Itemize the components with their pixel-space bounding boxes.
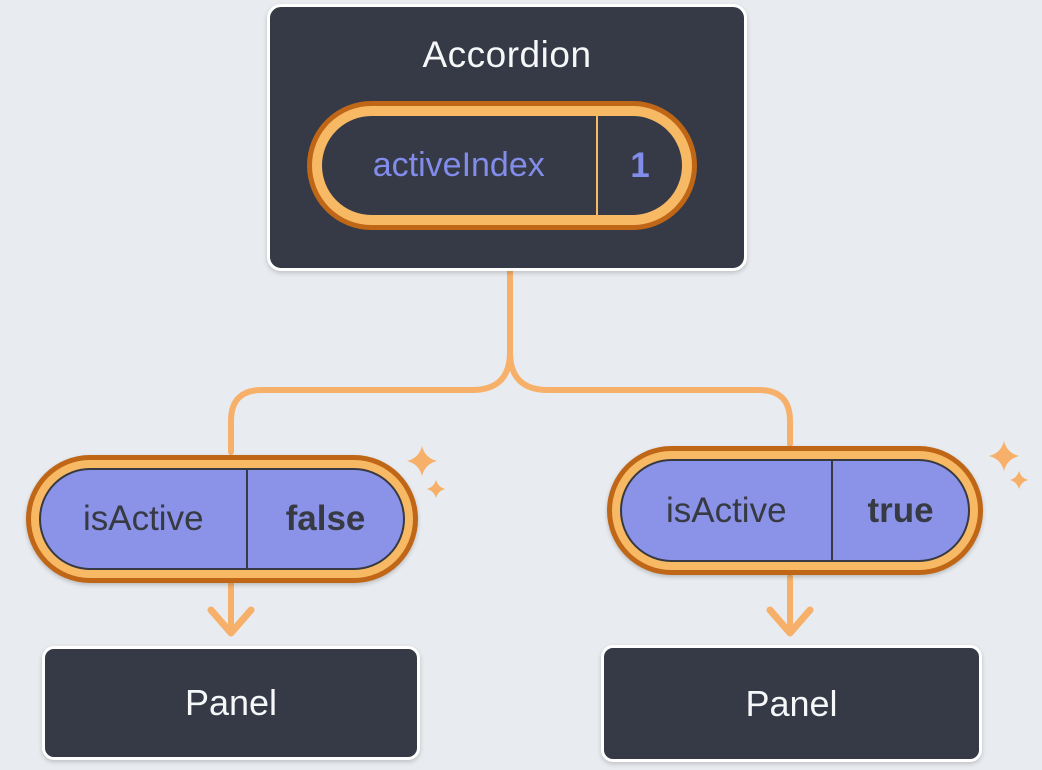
prop-value: false [285, 499, 366, 538]
prop-value: true [867, 490, 934, 530]
prop-pill-band: isActive false [31, 460, 413, 578]
prop-pill-isactive-true: isActive true [607, 446, 983, 575]
panel-label: Panel [184, 682, 278, 723]
prop-name: isActive [665, 490, 787, 530]
prop-pill-body: isActive false [39, 468, 405, 570]
accordion-node: Accordion activeIndex 1 [267, 4, 747, 271]
prop-pill-body: isActive true [620, 459, 970, 562]
arrow-left-head-icon [207, 606, 255, 637]
connector-left-branch [228, 267, 513, 455]
pill-divider [830, 461, 833, 560]
connector-right-branch [507, 267, 793, 447]
pill-divider [595, 116, 598, 215]
panel-label: Panel [745, 682, 838, 724]
prop-name: isActive [82, 499, 204, 538]
prop-pill-isactive-false: isActive false [26, 455, 418, 583]
sparkle-icon [427, 480, 445, 498]
state-name: activeIndex [372, 146, 545, 184]
panel-node-left: Panel [42, 646, 420, 760]
arrow-right-head-icon [766, 606, 814, 637]
panel-node-right: Panel [601, 645, 982, 762]
state-value: 1 [630, 145, 650, 185]
state-pill-band: activeIndex 1 [312, 106, 692, 225]
sparkle-icon [407, 446, 437, 476]
state-pill-activeindex: activeIndex 1 [307, 101, 697, 230]
sparkle-icon [1010, 471, 1028, 489]
pill-divider [245, 470, 248, 568]
prop-pill-band: isActive true [612, 451, 978, 570]
sparkle-icon [989, 441, 1019, 471]
accordion-title: Accordion [422, 34, 592, 75]
